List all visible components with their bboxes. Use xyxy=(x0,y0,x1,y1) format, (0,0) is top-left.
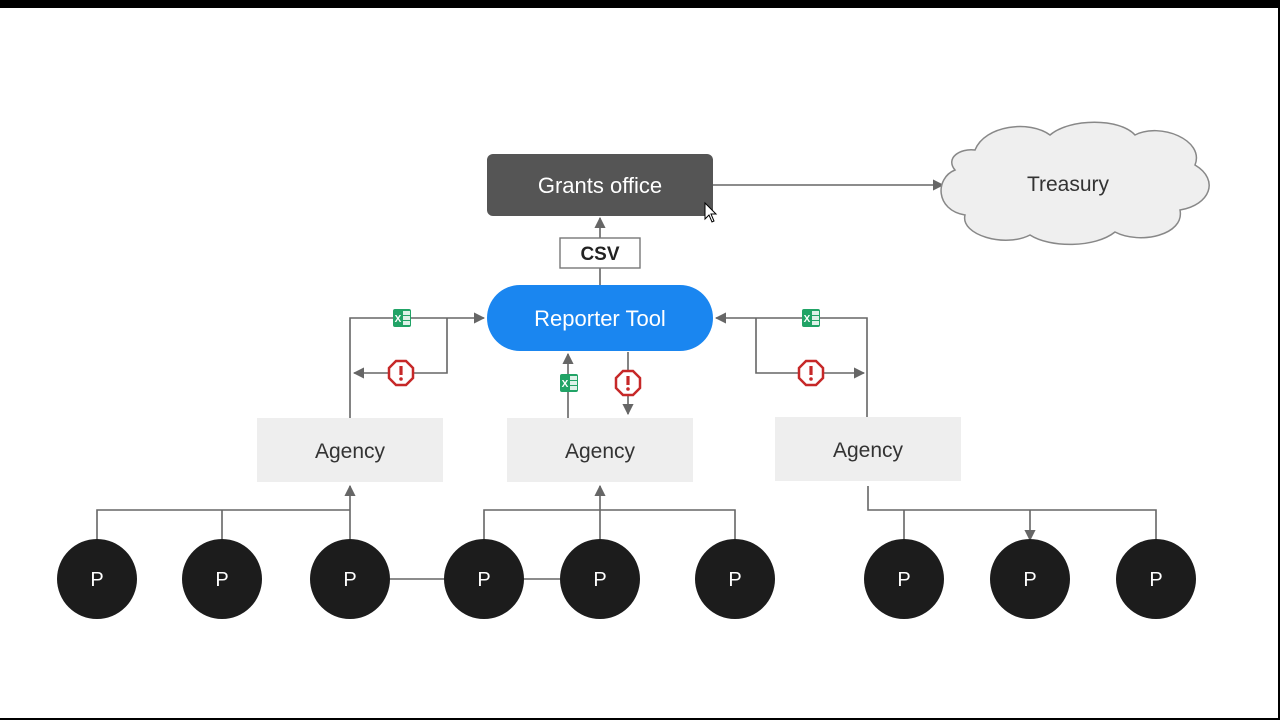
grants-office-label: Grants office xyxy=(538,173,662,198)
person-label: P xyxy=(90,569,103,591)
person-node[interactable]: P xyxy=(182,539,262,619)
diagram-canvas: X Grants office Treasury CS xyxy=(0,8,1278,718)
right-agency-error-arrow xyxy=(755,318,866,379)
error-octagon-icon xyxy=(797,359,825,387)
person-node[interactable]: P xyxy=(1116,539,1196,619)
left-agency-error-arrow xyxy=(352,318,448,379)
spreadsheet-icon xyxy=(559,373,579,393)
person-node[interactable]: P xyxy=(310,539,390,619)
agency-label: Agency xyxy=(565,440,636,463)
person-node[interactable]: P xyxy=(444,539,524,619)
right-agency-upload-arrow xyxy=(714,312,868,418)
person-node[interactable]: P xyxy=(864,539,944,619)
left-agency-upload-arrow xyxy=(349,312,486,418)
csv-node: CSV xyxy=(559,237,641,269)
csv-label: CSV xyxy=(580,244,619,265)
person-label: P xyxy=(593,569,606,591)
left-persons-bracket xyxy=(96,486,350,540)
person-node[interactable]: P xyxy=(990,539,1070,619)
error-octagon-icon xyxy=(614,369,642,397)
reporter-tool-label: Reporter Tool xyxy=(534,306,666,331)
right-persons-bracket xyxy=(867,486,1157,540)
spreadsheet-icon xyxy=(801,308,821,328)
agency-node[interactable]: Agency xyxy=(507,418,693,482)
treasury-cloud-shape xyxy=(940,121,1210,246)
agency-node[interactable]: Agency xyxy=(775,417,961,481)
treasury-node[interactable]: Treasury xyxy=(940,121,1210,246)
person-label: P xyxy=(728,569,741,591)
spreadsheet-icon xyxy=(392,308,412,328)
person-label: P xyxy=(343,569,356,591)
mid-persons-bracket xyxy=(483,486,736,540)
person-label: P xyxy=(897,569,910,591)
treasury-label: Treasury xyxy=(1027,173,1110,196)
person-label: P xyxy=(215,569,228,591)
agency-label: Agency xyxy=(315,440,386,463)
person-node[interactable]: P xyxy=(695,539,775,619)
mouse-cursor-icon xyxy=(704,201,718,223)
person-label: P xyxy=(477,569,490,591)
agency-node[interactable]: Agency xyxy=(257,418,443,482)
reporter-tool-node[interactable]: Reporter Tool xyxy=(487,285,713,351)
person-node[interactable]: P xyxy=(57,539,137,619)
grants-office-node[interactable]: Grants office xyxy=(487,154,713,216)
diagram-svg: X Grants office Treasury CS xyxy=(57,121,1210,619)
connectors xyxy=(96,179,1157,580)
error-octagon-icon xyxy=(387,359,415,387)
person-node[interactable]: P xyxy=(560,539,640,619)
agency-label: Agency xyxy=(833,439,904,462)
person-label: P xyxy=(1023,569,1036,591)
person-label: P xyxy=(1149,569,1162,591)
